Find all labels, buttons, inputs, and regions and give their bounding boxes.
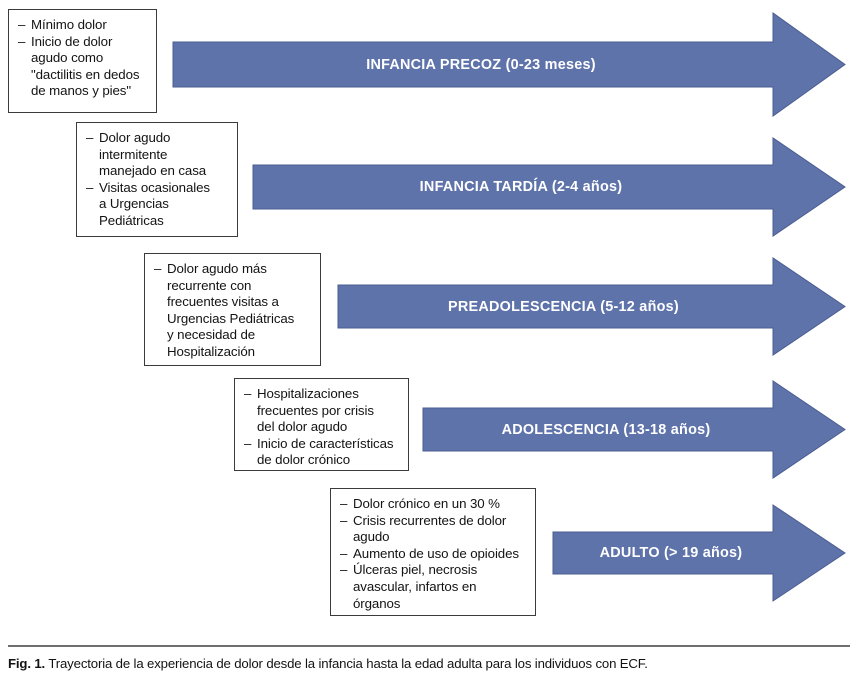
stage-arrow-preadolescencia: PREADOLESCENCIA (5-12 años) — [337, 257, 846, 356]
figure-caption-label: Fig. 1. — [8, 656, 46, 671]
note-box-adolescencia: Hospitalizaciones frecuentes por crisis … — [234, 378, 409, 471]
note-list-infancia-precoz: Mínimo dolor Inicio de dolor agudo como … — [18, 17, 147, 100]
note-item: Inicio de dolor agudo como "dactilitis e… — [18, 34, 147, 100]
note-item: Mínimo dolor — [18, 17, 147, 34]
stage-arrow-adolescencia: ADOLESCENCIA (13-18 años) — [422, 380, 846, 479]
note-item: Dolor crónico en un 30 % — [340, 496, 526, 513]
note-item: Visitas ocasionales a Urgencias Pediátri… — [86, 180, 228, 230]
note-list-preadolescencia: Dolor agudo más recurrente con frecuente… — [154, 261, 311, 361]
figure-caption: Fig. 1. Trayectoria de la experiencia de… — [8, 655, 850, 673]
note-item: Dolor agudo más recurrente con frecuente… — [154, 261, 311, 361]
note-box-preadolescencia: Dolor agudo más recurrente con frecuente… — [144, 253, 321, 366]
note-item: Dolor agudo intermitente manejado en cas… — [86, 130, 228, 180]
note-item: Crisis recurrentes de dolor agudo — [340, 513, 526, 546]
note-item: Inicio de características de dolor cróni… — [244, 436, 399, 469]
figure-caption-text: Trayectoria de la experiencia de dolor d… — [48, 656, 648, 671]
caption-divider — [8, 645, 850, 647]
note-box-adulto: Dolor crónico en un 30 % Crisis recurren… — [330, 488, 536, 616]
stage-arrow-infancia-tardia: INFANCIA TARDÍA (2-4 años) — [252, 137, 846, 237]
note-item: Aumento de uso de opioides — [340, 546, 526, 563]
stage-arrow-infancia-precoz: INFANCIA PRECOZ (0-23 meses) — [172, 12, 846, 117]
note-item: Úlceras piel, necrosis avascular, infart… — [340, 562, 526, 612]
note-list-adulto: Dolor crónico en un 30 % Crisis recurren… — [340, 496, 526, 612]
note-box-infancia-precoz: Mínimo dolor Inicio de dolor agudo como … — [8, 9, 157, 113]
note-list-infancia-tardia: Dolor agudo intermitente manejado en cas… — [86, 130, 228, 230]
stage-arrow-adulto: ADULTO (> 19 años) — [552, 504, 846, 602]
note-list-adolescencia: Hospitalizaciones frecuentes por crisis … — [244, 386, 399, 469]
note-box-infancia-tardia: Dolor agudo intermitente manejado en cas… — [76, 122, 238, 237]
note-item: Hospitalizaciones frecuentes por crisis … — [244, 386, 399, 436]
